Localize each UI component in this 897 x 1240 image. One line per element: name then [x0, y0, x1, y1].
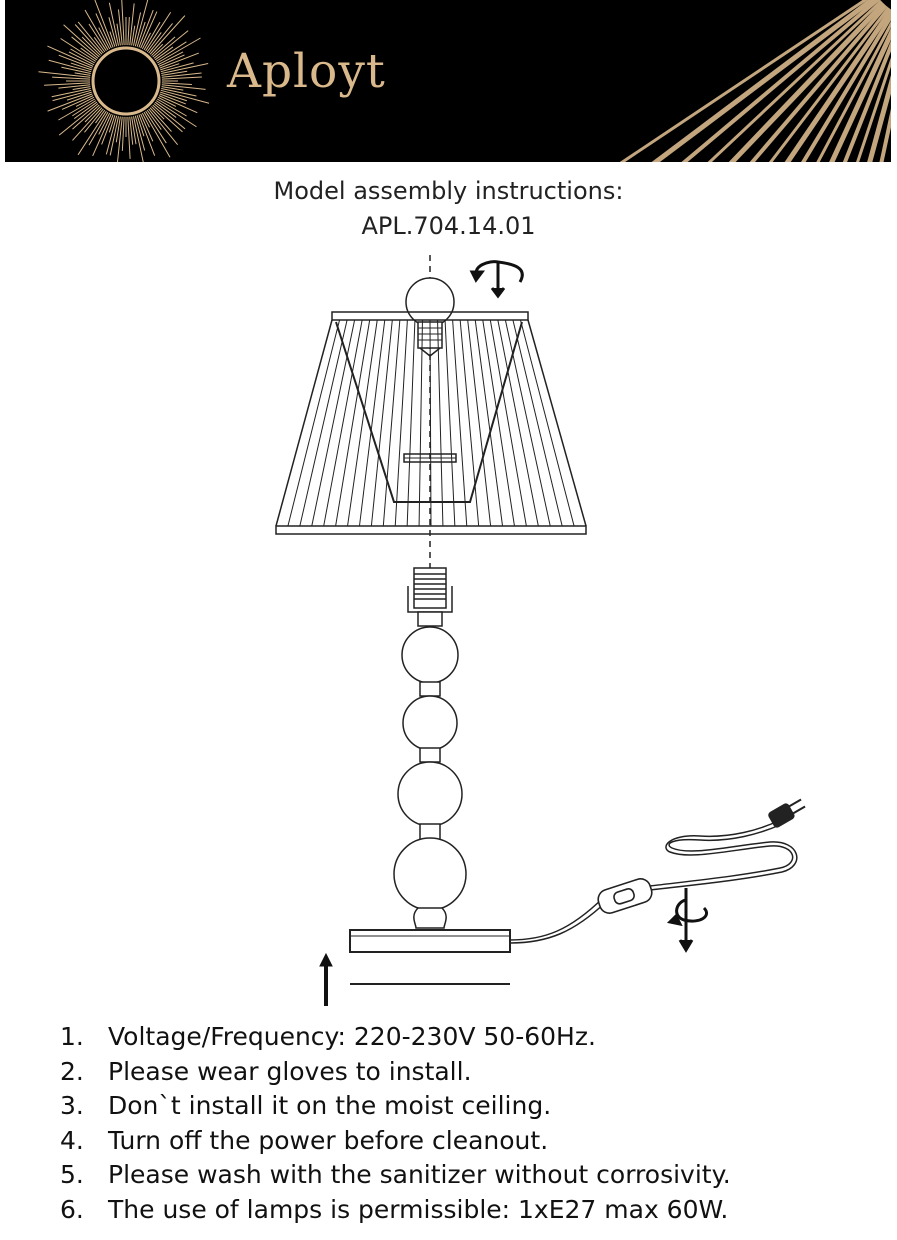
item-text: Please wear gloves to install. [108, 1056, 472, 1086]
plug-icon [768, 798, 806, 828]
brand-logo: Aployt [227, 44, 386, 99]
list-item: 1. Voltage/Frequency: 220-230V 50-60Hz. [60, 1020, 731, 1055]
item-number: 4. [60, 1125, 84, 1155]
sunburst-logo-icon [38, 0, 891, 162]
rotate-arrow-icon [469, 260, 524, 299]
item-number: 2. [60, 1056, 84, 1086]
socket-illustration [407, 567, 453, 627]
lamp-column-illustration [393, 626, 467, 929]
assembly-diagram [275, 255, 806, 1006]
rotate-arrow-icon [666, 888, 708, 953]
switch-icon [597, 878, 653, 914]
list-item: 2. Please wear gloves to install. [60, 1055, 731, 1090]
item-number: 6. [60, 1194, 84, 1224]
power-cable-illustration [509, 819, 798, 944]
item-number: 3. [60, 1091, 84, 1121]
list-item: 5. Please wash with the sanitizer without… [60, 1158, 731, 1193]
list-item: 3. Don`t install it on the moist ceiling. [60, 1089, 731, 1124]
item-text: Please wash with the sanitizer without c… [108, 1160, 731, 1190]
lampshade-illustration [275, 311, 587, 535]
list-item: 6. The use of lamps is permissible: 1xE27… [60, 1193, 731, 1228]
lamp-base-illustration [349, 929, 511, 953]
document-title: Model assembly instructions: [273, 177, 624, 205]
list-item: 4. Turn off the power before cleanout. [60, 1124, 731, 1159]
item-text: Don`t install it on the moist ceiling. [108, 1091, 552, 1121]
instruction-list: 1. Voltage/Frequency: 220-230V 50-60Hz. 2… [60, 1020, 731, 1228]
item-text: Turn off the power before cleanout. [108, 1125, 549, 1155]
item-number: 5. [60, 1160, 84, 1190]
up-arrow-icon [319, 952, 333, 1006]
model-number: APL.704.14.01 [361, 212, 536, 240]
header-banner: Aployt [5, 0, 891, 162]
item-text: The use of lamps is permissible: 1xE27 m… [108, 1194, 729, 1224]
item-number: 1. [60, 1022, 84, 1051]
item-text: Voltage/Frequency: 220-230V 50-60Hz. [108, 1022, 596, 1051]
